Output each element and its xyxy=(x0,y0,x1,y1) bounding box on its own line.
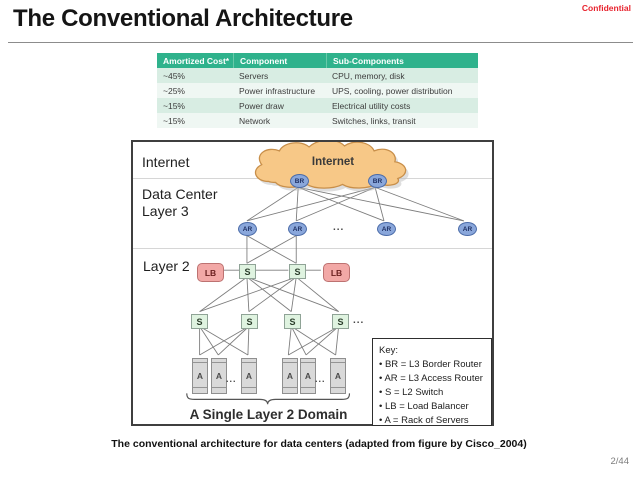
ellipsis-racks: ... xyxy=(226,374,237,384)
node-switch: S xyxy=(332,314,349,329)
node-server-rack: A xyxy=(241,358,257,394)
title-divider xyxy=(8,42,633,43)
node-switch: S xyxy=(284,314,301,329)
table-cell: UPS, cooling, power distribution xyxy=(326,83,478,98)
node-access-router: AR xyxy=(288,222,307,236)
node-server-rack: A xyxy=(300,358,316,394)
key-item-lb: • LB = Load Balancer xyxy=(379,401,469,413)
network-architecture-diagram: Internet Data Center Layer 3 Layer 2 Int… xyxy=(131,140,494,426)
table-cell: ~15% xyxy=(157,113,233,128)
rack-label: A xyxy=(334,371,342,381)
table-header-subcomponents: Sub-Components xyxy=(326,53,478,68)
node-server-rack: A xyxy=(211,358,227,394)
page-number: 2/44 xyxy=(610,456,630,467)
node-load-balancer: LB xyxy=(197,263,224,282)
domain-brace xyxy=(186,393,351,405)
node-border-router: BR xyxy=(368,174,387,188)
table-cell: Network xyxy=(233,113,326,128)
node-server-rack: A xyxy=(330,358,346,394)
rack-label: A xyxy=(215,371,223,381)
node-server-rack: A xyxy=(192,358,208,394)
key-item-s: • S = L2 Switch xyxy=(379,387,444,399)
table-cell: ~15% xyxy=(157,98,233,113)
node-server-rack: A xyxy=(282,358,298,394)
label-layer3: Layer 3 xyxy=(142,203,189,219)
layer2-domain-label: A Single Layer 2 Domain xyxy=(189,407,348,422)
key-item-br: • BR = L3 Border Router xyxy=(379,359,482,371)
table-cell: ~25% xyxy=(157,83,233,98)
cloud-label: Internet xyxy=(311,156,355,168)
key-item-a: • A = Rack of Servers xyxy=(379,415,469,427)
slide-title: The Conventional Architecture xyxy=(13,5,353,32)
table-cell: ~45% xyxy=(157,68,233,83)
figure-caption: The conventional architecture for data c… xyxy=(111,438,527,450)
rack-label: A xyxy=(196,371,204,381)
layer-divider-layer2 xyxy=(133,248,492,249)
amortized-cost-table: Amortized Cost* Component Sub-Components… xyxy=(157,53,478,128)
node-switch: S xyxy=(239,264,256,279)
table-header-component: Component xyxy=(233,53,326,68)
node-switch: S xyxy=(191,314,208,329)
rack-label: A xyxy=(286,371,294,381)
node-switch: S xyxy=(289,264,306,279)
table-cell: Power draw xyxy=(233,98,326,113)
label-layer2: Layer 2 xyxy=(143,258,190,274)
node-load-balancer: LB xyxy=(323,263,350,282)
diagram-key: Key: • BR = L3 Border Router • AR = L3 A… xyxy=(372,338,492,426)
node-switch: S xyxy=(241,314,258,329)
key-item-ar: • AR = L3 Access Router xyxy=(379,373,483,385)
table-cell: CPU, memory, disk xyxy=(326,68,478,83)
table-cell: Power infrastructure xyxy=(233,83,326,98)
ellipsis-switches: ... xyxy=(353,315,365,326)
node-access-router: AR xyxy=(458,222,477,236)
key-title: Key: xyxy=(379,345,399,356)
node-border-router: BR xyxy=(290,174,309,188)
ellipsis-racks: ... xyxy=(315,374,326,384)
table-cell: Servers xyxy=(233,68,326,83)
confidential-label: Confidential xyxy=(581,3,631,13)
rack-label: A xyxy=(245,371,253,381)
ellipsis-access-routers: ... xyxy=(333,222,345,233)
table-header-cost: Amortized Cost* xyxy=(157,53,233,68)
node-access-router: AR xyxy=(238,222,257,236)
label-datacenter: Data Center xyxy=(142,186,218,202)
table-cell: Electrical utility costs xyxy=(326,98,478,113)
label-internet-layer: Internet xyxy=(142,154,190,170)
rack-label: A xyxy=(304,371,312,381)
node-access-router: AR xyxy=(377,222,396,236)
table-cell: Switches, links, transit xyxy=(326,113,478,128)
